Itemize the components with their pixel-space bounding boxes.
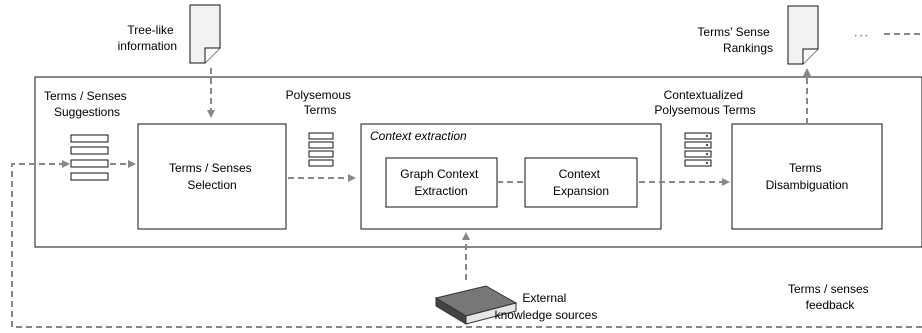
disambiguation-box [731, 123, 883, 230]
continuation-ellipsis: ··· [853, 27, 869, 44]
suggestions-list-icon [70, 134, 109, 181]
contextualized-terms-icon [684, 132, 712, 167]
tree-info-document-icon [189, 4, 221, 64]
feedback-label: Terms / senses feedback [788, 282, 872, 312]
tree-info-label: Tree-like information [118, 23, 177, 53]
disambiguation-label: Terms Disambiguation [766, 161, 849, 192]
system-boundary [34, 76, 922, 248]
feedback-loop-line [11, 160, 922, 328]
external-sources-label: External knowledge sources [495, 291, 598, 322]
polysemous-terms-label: Polysemous Terms [286, 88, 355, 117]
graph-context-box [385, 157, 498, 208]
rankings-label: Terms’ Sense Rankings [697, 25, 773, 55]
context-extraction-title: Context extraction [370, 129, 467, 143]
selection-label: Terms / Senses Selection [169, 161, 255, 192]
rankings-document-icon [787, 5, 819, 65]
selection-box [137, 123, 287, 230]
polysemous-terms-icon [308, 132, 334, 167]
context-expansion-label: Context Expansion [553, 167, 609, 198]
contextualized-terms-dots [706, 135, 708, 164]
suggestions-label: Terms / Senses Suggestions [44, 89, 130, 119]
graph-context-label: Graph Context Extraction [400, 167, 481, 198]
book-icon [434, 285, 518, 325]
contextualized-terms-label: Contextualized Polysemous Terms [654, 88, 755, 117]
context-expansion-box [524, 157, 638, 208]
